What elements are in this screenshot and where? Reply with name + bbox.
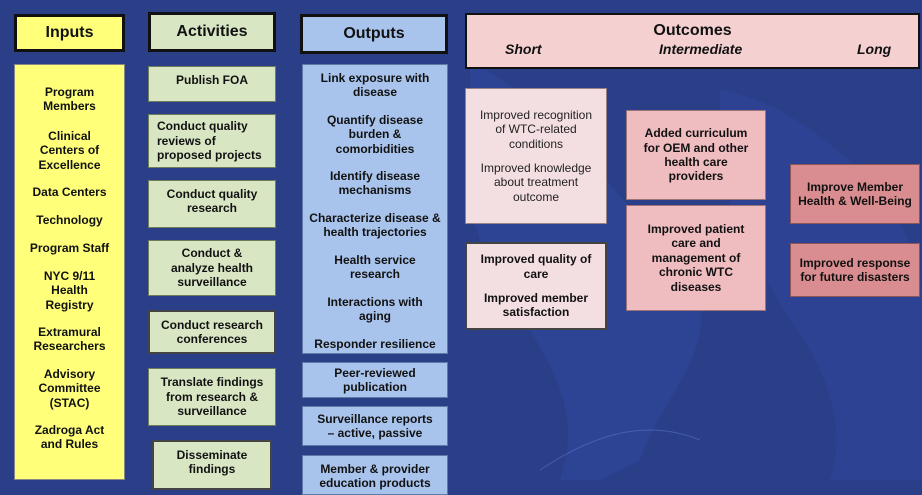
background-map [470,19,922,480]
outcome-short-text: Improved recognition of WTC-related cond… [479,107,593,151]
activity-label: Conduct & analyze health surveillance [170,246,254,290]
activity-label: Publish FOA [176,73,248,87]
output-item: Characterize disease & health trajectori… [309,211,441,240]
activity-box: Conduct research conferences [148,310,276,354]
outcome-short-text: Improved quality of care [480,252,592,281]
header-outcomes-label: Outcomes [653,22,732,39]
output-label: Surveillance reports – active, passive [317,411,433,440]
input-item: Program Members [43,85,96,114]
header-outputs: Outputs [300,14,448,54]
header-inputs-label: Inputs [45,24,94,42]
input-item: NYC 9/11 Health Registry [43,269,96,312]
output-label: Peer-reviewed publication [334,365,416,394]
input-item: Program Staff [29,241,110,255]
activity-label: Conduct research conferences [160,317,264,346]
header-intermediate-label: Intermediate [659,41,743,57]
header-activities-label: Activities [176,23,248,41]
output-item: Link exposure with disease [320,71,430,100]
output-label: Member & provider education products [319,462,431,491]
activity-box: Disseminate findings [152,440,272,490]
output-item: Quantify disease burden & comorbidities [326,113,424,156]
outcome-intermediate-text: Added curriculum for OEM and other healt… [643,126,749,184]
output-item: Health service research [334,253,416,282]
outcome-long-text: Improved response for future disasters [799,255,911,284]
input-item: Data Centers [32,185,107,199]
outcome-short-box: Improved recognition of WTC-related cond… [465,88,607,224]
activity-box: Translate findings from research & surve… [148,368,276,426]
input-item: Zadroga Act and Rules [34,423,105,452]
outcome-intermediate-box: Added curriculum for OEM and other healt… [626,110,766,200]
outputs-group: Link exposure with disease Quantify dise… [302,64,448,354]
activity-label: Disseminate findings [176,448,248,477]
output-item: Interactions with aging [327,295,423,324]
outcome-long-text: Improve Member Health & Well-Being [798,179,912,208]
input-item: Advisory Committee (STAC) [38,367,101,410]
header-long-label: Long [857,41,892,57]
output-item: Responder resilience [314,337,436,351]
outcome-intermediate-text: Improved patient care and management of … [647,222,745,294]
input-item: Technology [36,213,103,227]
output-box: Peer-reviewed publication [302,362,448,398]
outcome-intermediate-box: Improved patient care and management of … [626,205,766,311]
outcome-long-box: Improve Member Health & Well-Being [790,164,920,224]
input-item: Clinical Centers of Excellence [38,129,101,172]
activity-box: Conduct quality research [148,180,276,228]
output-box: Member & provider education products [302,455,448,495]
outcome-short-box: Improved quality of care Improved member… [465,242,607,330]
output-box: Surveillance reports – active, passive [302,406,448,446]
activity-box: Conduct & analyze health surveillance [148,240,276,296]
outcome-short-text: Improved knowledge about treatment outco… [480,161,592,204]
activity-label: Conduct quality reviews of proposed proj… [157,119,262,163]
activity-label: Conduct quality research [166,187,258,216]
input-item: Extramural Researchers [33,325,106,354]
outcome-long-box: Improved response for future disasters [790,243,920,297]
header-activities: Activities [148,12,276,52]
activity-box: Conduct quality reviews of proposed proj… [148,114,276,168]
header-outputs-label: Outputs [343,25,405,43]
activity-label: Translate findings from research & surve… [160,375,264,419]
output-item: Identify disease mechanisms [329,169,421,198]
header-inputs: Inputs [14,14,125,52]
inputs-column: Program Members Clinical Centers of Exce… [14,64,125,480]
activity-box: Publish FOA [148,66,276,102]
header-outcomes: Outcomes Short Intermediate Long [465,13,920,69]
outcome-short-text: Improved member satisfaction [483,291,589,320]
header-short-label: Short [505,41,542,57]
